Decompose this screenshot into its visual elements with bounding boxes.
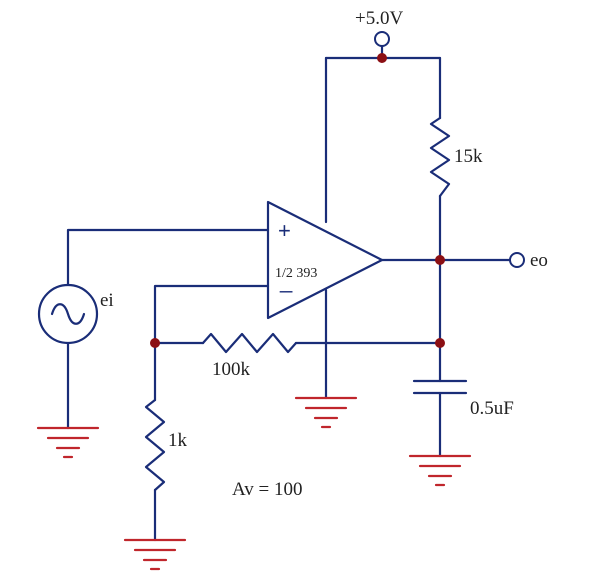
ac-sine-source-icon — [37, 283, 99, 345]
resistor-100k — [201, 332, 298, 354]
supply-terminal — [374, 31, 390, 47]
ground-icon — [36, 426, 100, 459]
ground-icon — [294, 396, 358, 429]
supply-voltage-label: +5.0V — [355, 8, 403, 29]
resistor-100k-label: 100k — [212, 359, 251, 380]
capacitor-label: 0.5uF — [470, 398, 514, 419]
junction-output — [435, 255, 445, 265]
noninverting-input-wire — [66, 228, 270, 286]
output-terminal — [509, 252, 525, 268]
output-label: eo — [530, 250, 548, 271]
junction-supply — [377, 53, 387, 63]
wires — [66, 44, 512, 542]
opamp-triangle — [266, 200, 384, 320]
opamp-plus-label: + — [278, 218, 291, 243]
junction-feedback-right — [435, 338, 445, 348]
junction-feedback-left — [150, 338, 160, 348]
opamp-part-label: 1/2 393 — [275, 266, 317, 281]
opamp-minus-label: _ — [279, 268, 293, 293]
ground-icon — [123, 538, 187, 571]
gain-label: Av = 100 — [232, 479, 303, 500]
junction-dots — [150, 53, 445, 348]
resistor-1k-label: 1k — [168, 430, 188, 451]
resistor-1k — [144, 398, 166, 492]
inverting-input-wire — [153, 284, 270, 345]
resistor-15k — [429, 116, 451, 198]
resistor-15k-label: 15k — [454, 146, 483, 167]
capacitor-0-5uf — [412, 379, 468, 395]
ground-icon — [408, 454, 472, 487]
input-label: ei — [100, 290, 114, 311]
